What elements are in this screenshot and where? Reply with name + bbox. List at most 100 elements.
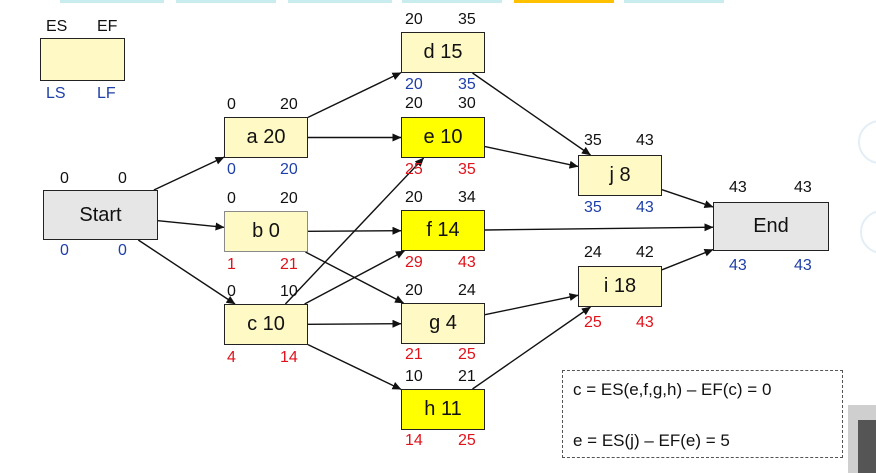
- h-ls: 14: [405, 432, 423, 449]
- start-es: 0: [60, 170, 69, 187]
- edge-c-to-g: [307, 319, 402, 328]
- a-ef: 20: [280, 96, 298, 113]
- g-lf: 25: [458, 346, 476, 363]
- e-ls: 25: [405, 161, 423, 178]
- edge-j-to-end: [661, 189, 714, 208]
- edge-c-to-h: [307, 344, 402, 390]
- legend-lf-label: LF: [97, 85, 116, 102]
- end-lf: 43: [794, 257, 812, 274]
- c-es: 0: [227, 283, 236, 300]
- node-a-label: a 20: [246, 126, 286, 148]
- d-ls: 20: [405, 76, 423, 93]
- d-ef: 35: [458, 11, 476, 28]
- h-lf: 25: [458, 432, 476, 449]
- i-es: 24: [584, 244, 602, 261]
- edge-c-to-f: [304, 250, 405, 305]
- c-ls: 4: [227, 349, 236, 366]
- legend-ls-label: LS: [46, 85, 66, 102]
- j-ef: 43: [636, 132, 654, 149]
- node-j-label: j 8: [609, 164, 631, 186]
- b-ef: 20: [280, 190, 298, 207]
- h-ef: 21: [458, 368, 476, 385]
- edge-i-to-end: [661, 248, 714, 271]
- legend-box: [40, 38, 125, 81]
- i-ef: 42: [636, 244, 654, 261]
- edge-d-to-j: [472, 72, 591, 156]
- f-es: 20: [405, 189, 423, 206]
- node-g: g 4: [401, 303, 485, 344]
- h-es: 10: [405, 368, 423, 385]
- edge-e-to-j: [484, 145, 579, 169]
- node-i-label: i 18: [603, 275, 637, 297]
- node-end: End: [713, 202, 829, 251]
- edge-h-to-i: [472, 306, 591, 390]
- edges-layer: [137, 72, 714, 390]
- node-start-label: Start: [79, 203, 122, 226]
- a-es: 0: [227, 96, 236, 113]
- e-ef: 30: [458, 95, 476, 112]
- node-e-label: e 10: [423, 126, 463, 148]
- node-h: h 11: [401, 389, 485, 430]
- f-lf: 43: [458, 254, 476, 271]
- edge-a-to-d: [307, 72, 402, 118]
- node-f: f 14: [401, 210, 485, 251]
- top-strip-2: [176, 0, 276, 3]
- node-h-label: h 11: [424, 398, 462, 420]
- node-b-label: b 0: [252, 220, 280, 242]
- node-d: d 15: [401, 32, 485, 73]
- a-ls: 0: [227, 161, 236, 178]
- node-a: a 20: [224, 117, 308, 158]
- top-strip-5-active: [514, 0, 614, 3]
- g-es: 20: [405, 282, 423, 299]
- node-c-label: c 10: [247, 313, 285, 335]
- j-lf: 43: [636, 199, 654, 216]
- node-end-label: End: [753, 215, 789, 237]
- end-ef: 43: [794, 179, 812, 196]
- node-d-label: d 15: [423, 41, 463, 63]
- node-i: i 18: [578, 266, 662, 307]
- c-ef: 10: [280, 283, 298, 300]
- c-lf: 14: [280, 349, 298, 366]
- f-ls: 29: [405, 254, 423, 271]
- edge-start-to-b: [157, 220, 225, 231]
- g-ls: 21: [405, 346, 423, 363]
- legend-es-label: ES: [46, 18, 68, 35]
- node-e: e 10: [401, 117, 485, 158]
- j-es: 35: [584, 132, 602, 149]
- node-b: b 0: [224, 211, 308, 252]
- f-ef: 34: [458, 189, 476, 206]
- start-lf: 0: [118, 242, 127, 259]
- i-lf: 43: [636, 314, 654, 331]
- end-es: 43: [729, 179, 747, 196]
- top-strip-4: [402, 0, 502, 3]
- top-strip-1: [60, 0, 164, 3]
- legend-ef-label: EF: [97, 18, 118, 35]
- j-ls: 35: [584, 199, 602, 216]
- start-ef: 0: [118, 170, 127, 187]
- end-ls: 43: [729, 257, 747, 274]
- slack-formula-e: e = ES(j) – EF(e) = 5: [573, 431, 730, 450]
- start-ls: 0: [60, 242, 69, 259]
- slack-formula-c: c = ES(e,f,g,h) – EF(c) = 0: [573, 380, 772, 399]
- edge-start-to-c: [137, 239, 236, 305]
- g-ef: 24: [458, 282, 476, 299]
- node-start: Start: [43, 190, 158, 240]
- node-c: c 10: [224, 304, 308, 345]
- b-es: 0: [227, 190, 236, 207]
- node-f-label: f 14: [426, 219, 460, 241]
- edge-g-to-i: [484, 293, 579, 316]
- d-lf: 35: [458, 76, 476, 93]
- e-lf: 35: [458, 161, 476, 178]
- b-ls: 1: [227, 256, 236, 273]
- edge-f-to-end: [484, 223, 714, 232]
- node-g-label: g 4: [429, 312, 457, 334]
- top-strip-3: [288, 0, 392, 3]
- node-j: j 8: [578, 155, 662, 196]
- slack-formula-note: c = ES(e,f,g,h) – EF(c) = 0 e = ES(j) – …: [562, 370, 843, 458]
- d-es: 20: [405, 11, 423, 28]
- right-edge-badge-inner: [858, 420, 876, 473]
- i-ls: 25: [584, 314, 602, 331]
- edge-start-to-a: [153, 156, 225, 191]
- e-es: 20: [405, 95, 423, 112]
